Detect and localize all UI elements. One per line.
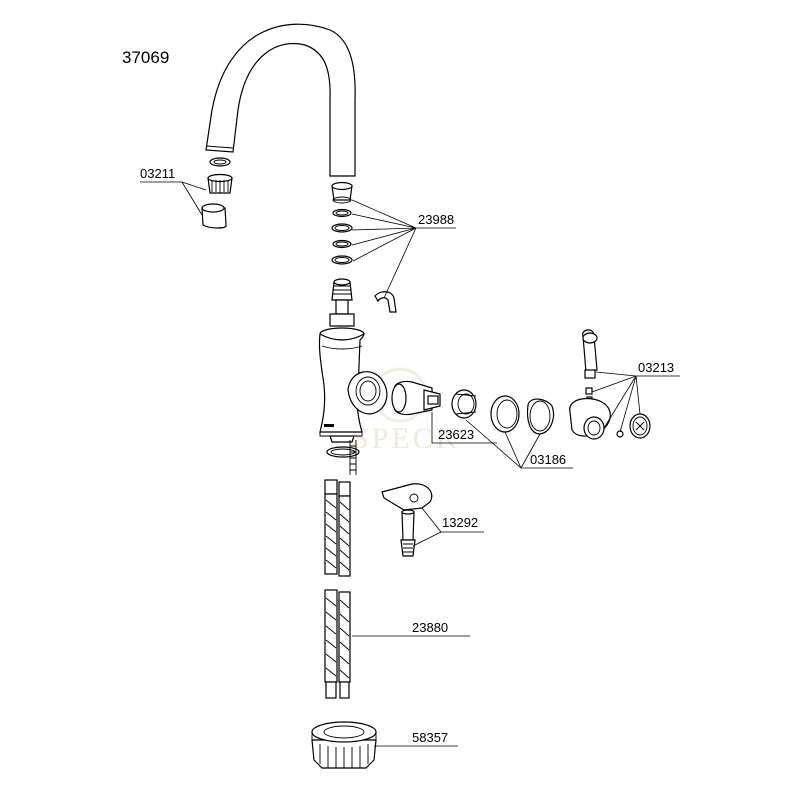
faucet-body bbox=[318, 327, 388, 443]
flexible-hoses bbox=[324, 479, 351, 699]
mounting-nut bbox=[311, 721, 377, 769]
cartridge bbox=[391, 380, 441, 416]
part-label-03213: 03213 bbox=[638, 360, 674, 375]
spout-adapter-and-orings bbox=[329, 181, 397, 327]
leader-13292 bbox=[412, 507, 484, 547]
part-label-58357: 58357 bbox=[412, 730, 448, 745]
leader-03213 bbox=[591, 371, 680, 433]
watermark: SPECK bbox=[352, 367, 460, 455]
leader-03186 bbox=[465, 419, 573, 469]
model-number: 37069 bbox=[122, 48, 169, 67]
part-label-23988: 23988 bbox=[418, 212, 454, 227]
part-label-23623: 23623 bbox=[438, 427, 474, 442]
spout bbox=[205, 23, 356, 177]
part-label-23880: 23880 bbox=[412, 620, 448, 635]
bonnet-nut-and-ring bbox=[451, 389, 555, 435]
aerator-assembly bbox=[201, 157, 233, 229]
leader-23623 bbox=[431, 412, 497, 444]
fixing-bracket-and-stud bbox=[381, 483, 433, 557]
leader-23988 bbox=[351, 199, 456, 299]
base-oring-and-stud bbox=[326, 440, 360, 475]
part-label-03186: 03186 bbox=[530, 452, 566, 467]
part-label-03211: 03211 bbox=[140, 166, 175, 181]
watermark-text: SPECK bbox=[352, 422, 460, 455]
lever-handle-assembly bbox=[569, 329, 651, 440]
part-label-13292: 13292 bbox=[442, 515, 478, 530]
leader-03211 bbox=[140, 181, 207, 216]
